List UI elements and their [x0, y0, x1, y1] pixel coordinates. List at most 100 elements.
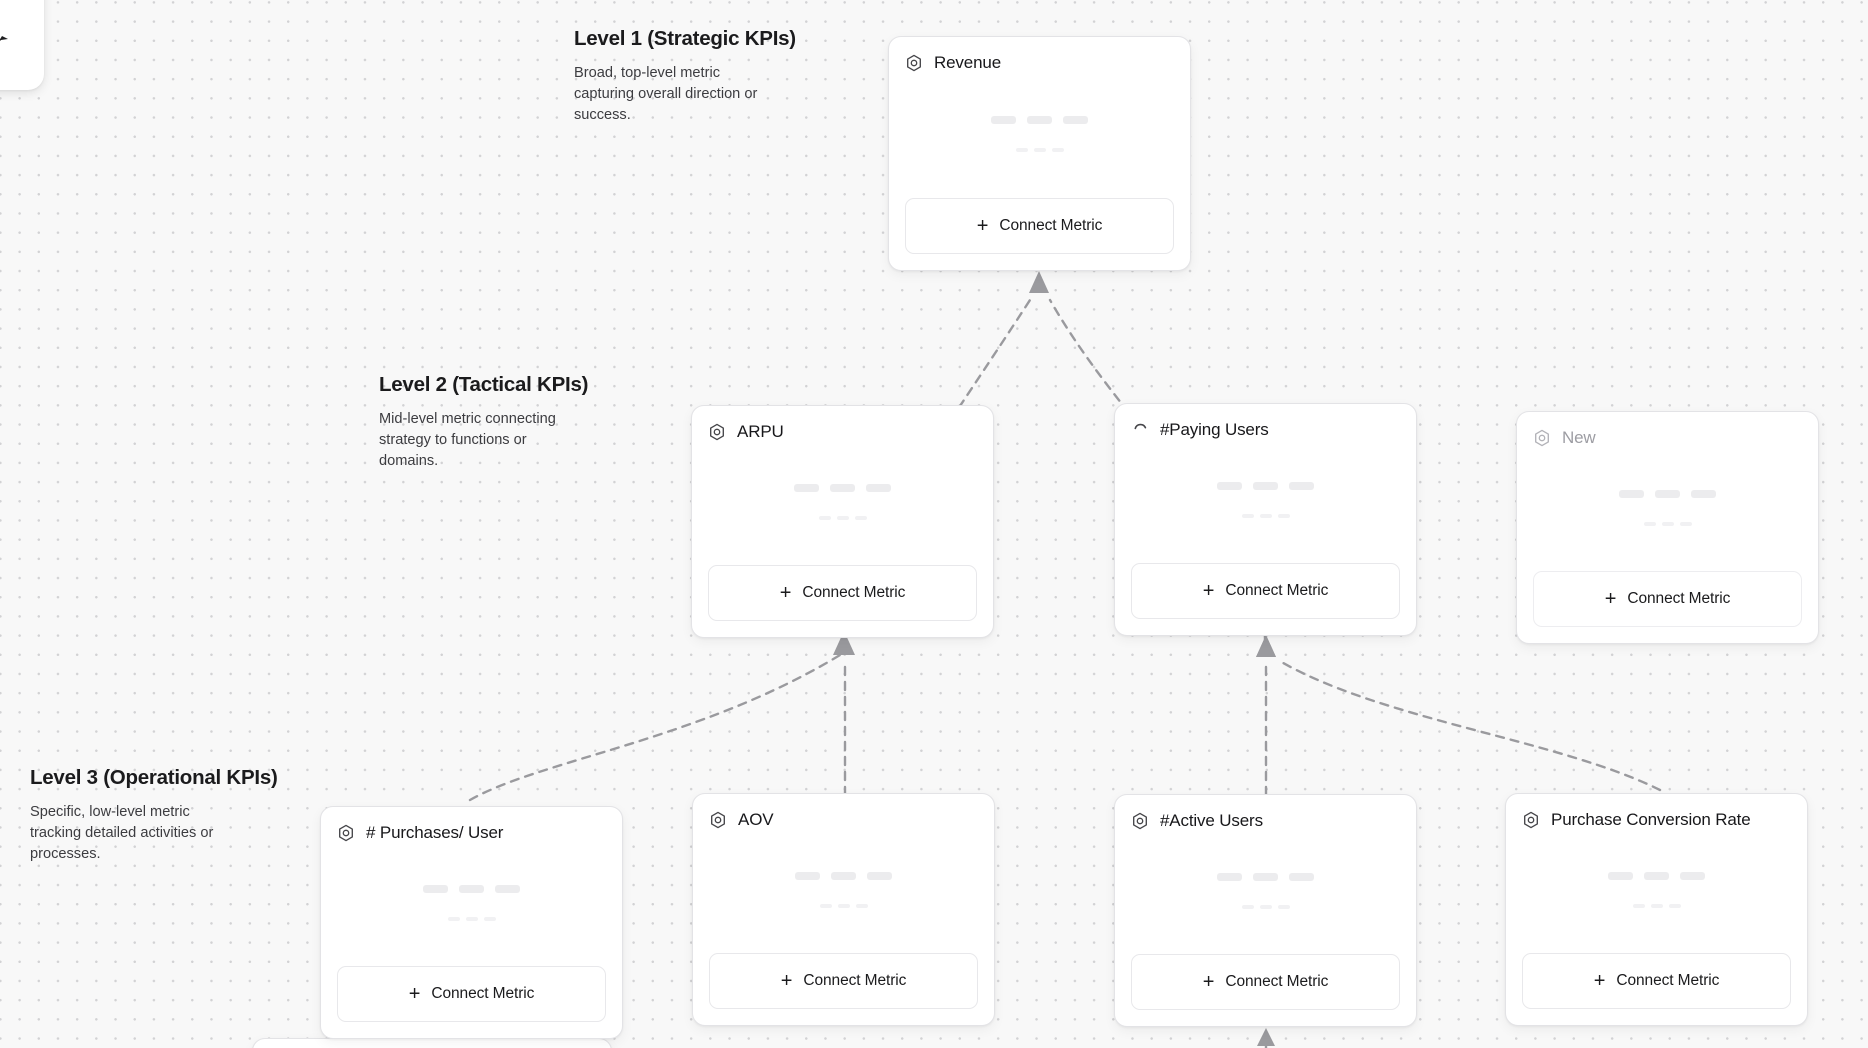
skeleton-bar [1241, 904, 1254, 909]
skeleton-row-primary [1608, 871, 1705, 880]
metric-card-revenue[interactable]: Revenue + Connect Metric [888, 36, 1191, 271]
metric-card-new[interactable]: New + Connect Metric [1516, 411, 1819, 644]
card-header: #Paying Users [1131, 418, 1400, 442]
card-header: #Active Users [1131, 809, 1400, 833]
skeleton-bar [1033, 147, 1046, 152]
metric-card-active-users[interactable]: #Active Users + Connect Metric [1114, 794, 1417, 1027]
skeleton-bar [1253, 481, 1278, 490]
skeleton-bar [1015, 147, 1028, 152]
skeleton-row-secondary [1241, 513, 1290, 518]
plus-icon: + [1604, 588, 1617, 610]
card-header: ARPU [708, 420, 977, 444]
metric-card-purchases-per-user[interactable]: # Purchases/ User + Connect Metric [320, 806, 623, 1039]
plus-icon: + [1593, 970, 1606, 992]
card-title: #Active Users [1160, 811, 1263, 830]
connect-metric-label: Connect Metric [1225, 582, 1329, 599]
skeleton-bar [1051, 147, 1064, 152]
skeleton-bar [465, 916, 478, 921]
card-title: #Paying Users [1160, 420, 1269, 439]
card-skeleton-body [1533, 450, 1802, 571]
level-description: Mid-level metric connecting strategy to … [379, 411, 556, 469]
plus-icon: + [976, 215, 989, 237]
connect-metric-button[interactable]: + Connect Metric [1533, 571, 1802, 627]
skeleton-row-secondary [819, 903, 868, 908]
skeleton-bar [1619, 489, 1644, 498]
skeleton-bar [1277, 904, 1290, 909]
skeleton-row-secondary [818, 515, 867, 520]
connect-metric-button[interactable]: + Connect Metric [709, 953, 978, 1009]
card-title: ARPU [737, 422, 784, 441]
skeleton-bar [818, 515, 831, 520]
skeleton-bar [447, 916, 460, 921]
skeleton-row-primary [795, 871, 892, 880]
card-skeleton-body [1131, 833, 1400, 954]
skeleton-bar [1217, 481, 1242, 490]
hexagon-icon [1522, 811, 1540, 829]
skeleton-bar [867, 871, 892, 880]
skeleton-bar [1668, 903, 1681, 908]
plus-icon: + [408, 983, 421, 1005]
skeleton-bar [1632, 903, 1645, 908]
level-title: Level 1 (Strategic KPIs) [574, 27, 796, 50]
skeleton-bar [819, 903, 832, 908]
level-title: Level 2 (Tactical KPIs) [379, 373, 589, 396]
skeleton-row-primary [1217, 481, 1314, 490]
metric-card-arpu[interactable]: ARPU + Connect Metric [691, 405, 994, 638]
hexagon-icon [337, 824, 355, 842]
connect-metric-button[interactable]: + Connect Metric [1522, 953, 1791, 1009]
skeleton-bar [1277, 513, 1290, 518]
skeleton-bar [1063, 115, 1088, 124]
card-skeleton-body [709, 832, 978, 953]
card-skeleton-body [1131, 442, 1400, 563]
skeleton-bar [1655, 489, 1680, 498]
connect-metric-button[interactable]: + Connect Metric [1131, 954, 1400, 1010]
skeleton-bar [991, 115, 1016, 124]
card-title: Revenue [934, 53, 1001, 72]
hexagon-icon [1533, 429, 1551, 447]
skeleton-bar [1289, 481, 1314, 490]
level-description: Specific, low-level metric tracking deta… [30, 804, 214, 862]
connect-metric-button[interactable]: + Connect Metric [905, 198, 1174, 254]
metric-card-partial-bottom[interactable] [252, 1038, 612, 1048]
connect-metric-button[interactable]: + Connect Metric [1131, 563, 1400, 619]
metric-card-purchase-conversion-rate[interactable]: Purchase Conversion Rate + Connect Metri… [1505, 793, 1808, 1026]
connect-metric-label: Connect Metric [431, 985, 535, 1002]
card-skeleton-body [1522, 832, 1791, 953]
connect-metric-label: Connect Metric [1627, 590, 1731, 607]
skeleton-bar [459, 884, 484, 893]
skeleton-row-secondary [1241, 904, 1290, 909]
skeleton-bar [1680, 871, 1705, 880]
hexagon-icon [709, 811, 727, 829]
level-title: Level 3 (Operational KPIs) [30, 766, 278, 789]
skeleton-bar [1027, 115, 1052, 124]
skeleton-bar [795, 871, 820, 880]
skeleton-row-primary [794, 483, 891, 492]
level-label-1: Level 1 (Strategic KPIs) Broad, top-leve… [574, 27, 796, 126]
plus-icon: + [779, 582, 792, 604]
skeleton-row-primary [1619, 489, 1716, 498]
connect-metric-label: Connect Metric [802, 584, 906, 601]
metric-card-aov[interactable]: AOV + Connect Metric [692, 793, 995, 1026]
metric-card-paying-users[interactable]: #Paying Users + Connect Metric [1114, 403, 1417, 636]
card-skeleton-body [905, 75, 1174, 198]
cursor-icon [0, 32, 8, 41]
skeleton-row-secondary [1632, 903, 1681, 908]
skeleton-bar [1259, 904, 1272, 909]
card-title: # Purchases/ User [366, 823, 504, 842]
card-header: Purchase Conversion Rate [1522, 808, 1791, 832]
card-skeleton-body [708, 444, 977, 565]
toolbar-panel[interactable] [0, 0, 44, 90]
hexagon-icon [1131, 812, 1149, 830]
skeleton-bar [423, 884, 448, 893]
skeleton-bar [866, 483, 891, 492]
connect-metric-label: Connect Metric [803, 972, 907, 989]
skeleton-bar [495, 884, 520, 893]
skeleton-bar [1217, 872, 1242, 881]
skeleton-bar [794, 483, 819, 492]
skeleton-bar [1661, 521, 1674, 526]
skeleton-row-secondary [1015, 147, 1064, 152]
skeleton-bar [830, 483, 855, 492]
connect-metric-button[interactable]: + Connect Metric [337, 966, 606, 1022]
connect-metric-button[interactable]: + Connect Metric [708, 565, 977, 621]
